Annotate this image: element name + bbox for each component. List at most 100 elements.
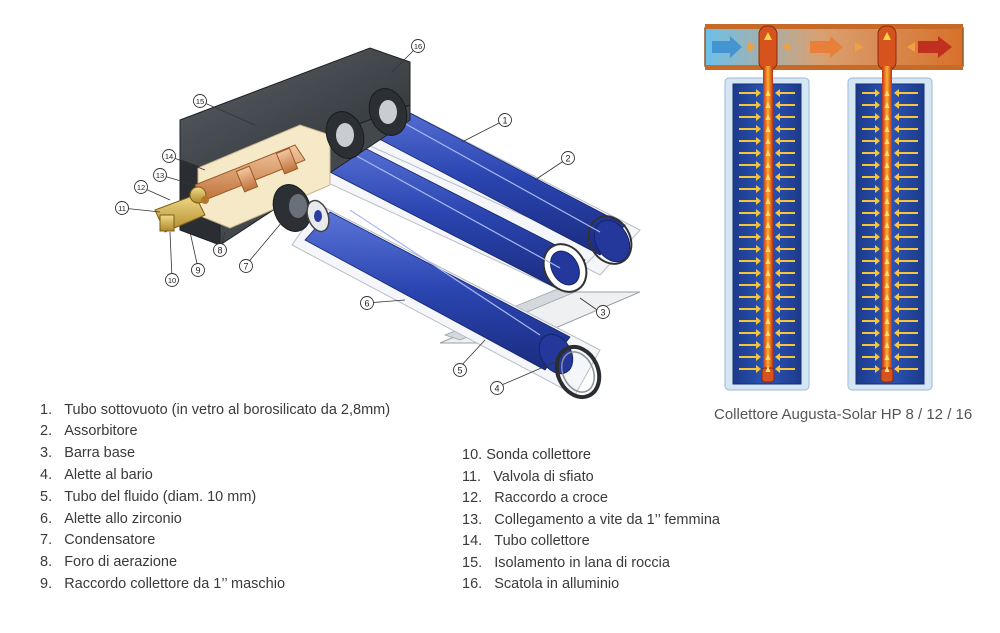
callout-number-6: 6 — [364, 299, 369, 309]
heat-arrow-icon — [739, 209, 761, 217]
heat-arrow-icon — [894, 329, 918, 337]
legend-text: Sonda collettore — [486, 447, 591, 463]
heat-arrow-icon — [775, 293, 795, 301]
up-arrow-icon — [884, 138, 890, 144]
legend-item-14: 14. Tubo collettore — [462, 533, 590, 549]
heat-arrow-icon — [862, 233, 880, 241]
heat-arrow-icon — [862, 161, 880, 169]
legend-number: 14. — [462, 533, 483, 549]
up-arrow-icon — [765, 258, 771, 264]
legend-item-3: 3. Barra base — [40, 445, 135, 461]
heat-arrow-icon — [739, 305, 761, 313]
up-arrow-icon — [884, 114, 890, 120]
heat-arrow-icon — [775, 137, 795, 145]
heat-arrow-icon — [739, 89, 761, 97]
up-arrow-icon — [884, 246, 890, 252]
legend-number: 2. — [40, 423, 53, 439]
callout-circle-6 — [360, 296, 374, 310]
legend-number: 5. — [40, 489, 53, 505]
up-arrow-icon — [765, 222, 771, 228]
heat-arrow-icon — [775, 173, 795, 181]
legend-number: 4. — [40, 467, 53, 483]
heat-arrow-icon — [775, 365, 795, 373]
legend-item-15: 15. Isolamento in lana di roccia — [462, 555, 670, 571]
heat-arrow-icon — [862, 269, 880, 277]
up-arrow-icon — [765, 330, 771, 336]
heat-arrow-icon — [739, 353, 761, 361]
callout-circle-12 — [134, 180, 148, 194]
heat-arrow-icon — [775, 353, 795, 361]
up-arrow-icon — [884, 306, 890, 312]
heat-arrow-icon — [739, 341, 761, 349]
up-arrow-icon — [765, 174, 771, 180]
callout-circle-13 — [153, 168, 167, 182]
heat-arrow-icon — [739, 233, 761, 241]
legend-number: 7. — [40, 532, 53, 548]
heat-arrow-icon — [862, 353, 880, 361]
up-arrow-icon — [765, 90, 771, 96]
callout-number-16: 16 — [414, 42, 422, 51]
callout-circle-16 — [411, 39, 425, 53]
legend-item-7: 7. Condensatore — [40, 532, 155, 548]
heat-arrow-icon — [862, 149, 880, 157]
heat-arrow-icon — [775, 245, 795, 253]
up-arrow-icon — [765, 162, 771, 168]
up-arrow-icon — [765, 138, 771, 144]
up-arrow-icon — [765, 306, 771, 312]
heat-arrow-icon — [739, 149, 761, 157]
up-arrow-icon — [765, 198, 771, 204]
callout-circle-1 — [498, 113, 512, 127]
heat-arrow-icon — [775, 329, 795, 337]
legend-item-16: 16. Scatola in alluminio — [462, 576, 619, 592]
heat-arrow-icon — [862, 245, 880, 253]
heat-arrow-icon — [775, 221, 795, 229]
callout-circle-8 — [213, 243, 227, 257]
callout-number-2: 2 — [565, 154, 570, 164]
heat-arrow-icon — [894, 209, 918, 217]
heat-arrow-icon — [862, 209, 880, 217]
legend-item-11: 11. Valvola di sfiato — [462, 469, 594, 485]
up-arrow-icon — [884, 222, 890, 228]
heat-arrow-icon — [862, 185, 880, 193]
up-arrow-icon — [884, 198, 890, 204]
heat-arrow-icon — [862, 293, 880, 301]
heat-arrow-icon — [894, 89, 918, 97]
heat-arrow-icon — [775, 125, 795, 133]
callout-circle-2 — [561, 151, 575, 165]
legend-text: Isolamento in lana di roccia — [494, 555, 670, 571]
legend-item-4: 4. Alette al bario — [40, 467, 153, 483]
callout-number-9: 9 — [195, 266, 200, 276]
up-arrow-icon — [884, 90, 890, 96]
heat-arrow-icon — [894, 197, 918, 205]
heat-arrow-icon — [894, 269, 918, 277]
up-arrow-icon — [765, 270, 771, 276]
legend-item-8: 8. Foro di aerazione — [40, 554, 177, 570]
heat-arrow-icon — [894, 221, 918, 229]
heat-arrow-icon — [739, 281, 761, 289]
legend-text: Raccordo collettore da 1’’ maschio — [64, 576, 286, 592]
heat-arrow-icon — [894, 137, 918, 145]
figure-caption: Collettore Augusta-Solar HP 8 / 12 / 16 — [714, 406, 973, 423]
callout-number-13: 13 — [156, 171, 164, 180]
up-arrow-icon — [765, 102, 771, 108]
flow-arrow-icon — [810, 36, 843, 58]
up-arrow-icon — [765, 318, 771, 324]
heat-arrow-icon — [862, 281, 880, 289]
up-arrow-icon — [884, 366, 890, 372]
heat-arrow-icon — [862, 137, 880, 145]
legend-text: Assorbitore — [64, 423, 138, 439]
up-arrow-icon — [884, 282, 890, 288]
heat-arrow-icon — [739, 329, 761, 337]
up-arrow-icon — [884, 330, 890, 336]
up-arrow-icon — [765, 234, 771, 240]
legend-number: 10. — [462, 447, 483, 463]
legend-number: 13. — [462, 512, 483, 528]
up-arrow-icon — [884, 174, 890, 180]
heat-arrow-icon — [894, 113, 918, 121]
heat-arrow-icon — [775, 233, 795, 241]
up-arrow-icon — [765, 114, 771, 120]
callout-circle-9 — [191, 263, 205, 277]
heat-arrow-icon — [775, 185, 795, 193]
heat-arrow-icon — [739, 245, 761, 253]
